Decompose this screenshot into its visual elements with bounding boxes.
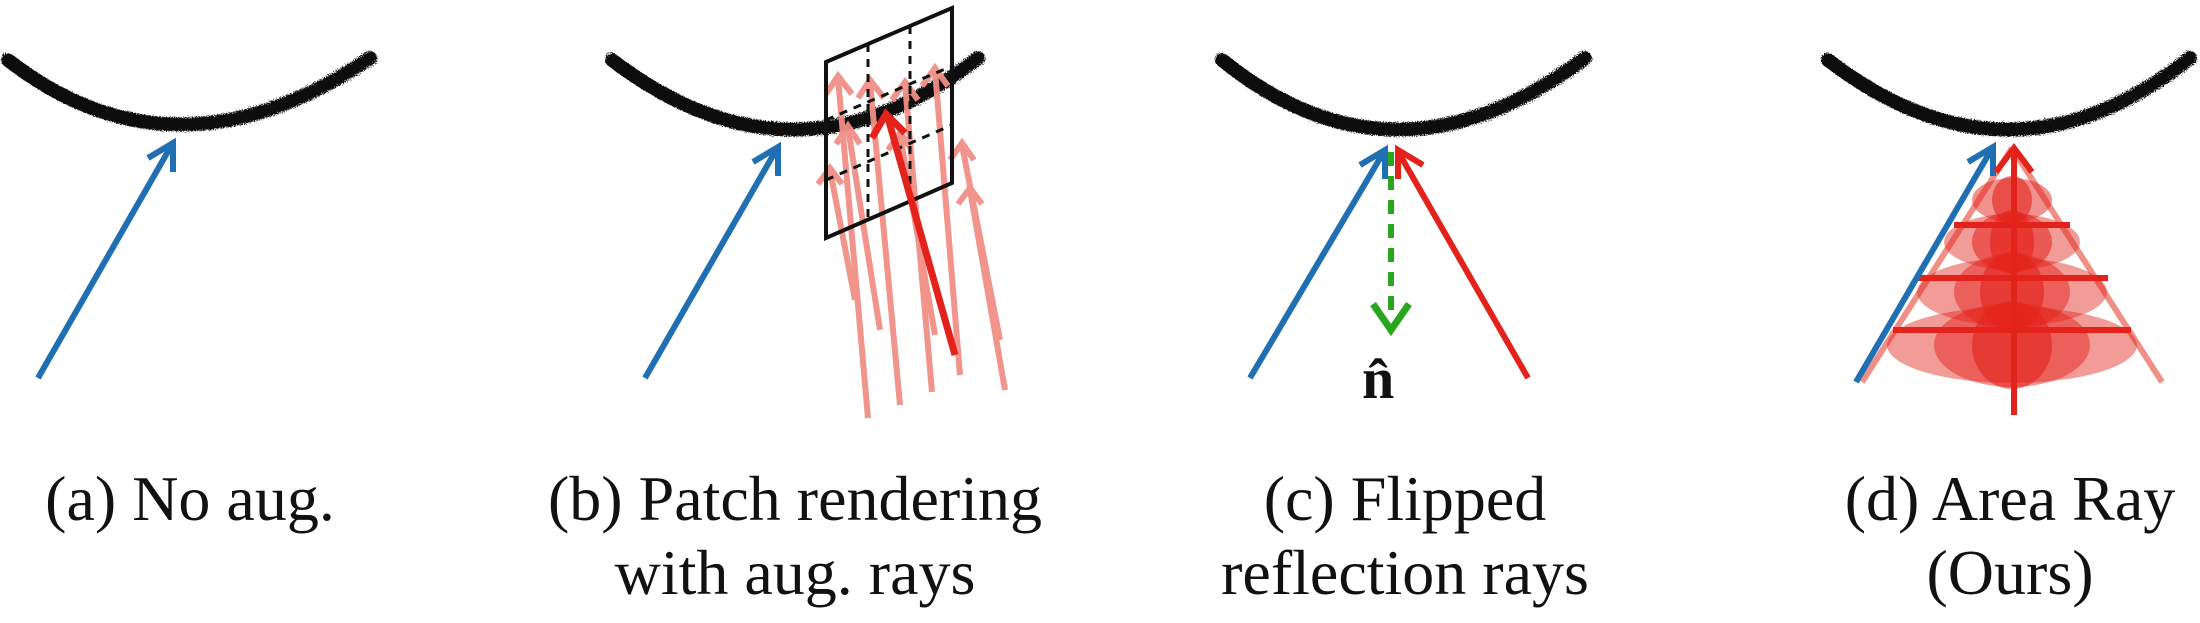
caption-line: (c) Flipped (1263, 463, 1547, 534)
panel-b (605, 4, 1008, 419)
incident-ray-arrow (1853, 141, 1996, 384)
caption-b: (b) Patch rendering with aug. rays (525, 462, 1065, 610)
incident-ray-arrow (35, 137, 176, 380)
caption-line: (Ours) (1926, 537, 2094, 608)
caption-line: with aug. rays (614, 537, 976, 608)
caption-line: (d) Area Ray (1844, 463, 2176, 534)
surface-curve (1, 51, 377, 132)
caption-d: (d) Area Ray (Ours) (1740, 462, 2200, 610)
surface-curve (1215, 51, 1592, 137)
incident-ray-arrow (642, 141, 781, 380)
caption-line: (a) No aug. (45, 463, 335, 534)
patch-grid (824, 4, 954, 242)
surface-curve (605, 51, 985, 137)
surface-curve (1821, 51, 2197, 137)
caption-line: (b) Patch rendering (547, 463, 1043, 534)
panel-a (1, 51, 377, 380)
caption-a: (a) No aug. (0, 462, 460, 536)
caption-c: (c) Flipped reflection rays (1135, 462, 1675, 610)
normal-label: n̂ (1362, 346, 1395, 411)
caption-line: reflection rays (1221, 537, 1589, 608)
panel-d (1821, 51, 2197, 415)
incident-ray-arrow (1247, 144, 1388, 380)
normal-vector-arrow (1370, 152, 1412, 337)
flipped-reflection-ray-arrow (1395, 144, 1531, 380)
reflected-ray-arrow (1993, 143, 2035, 415)
reflected-ray-arrow (868, 108, 959, 356)
panel-c (1215, 51, 1592, 380)
